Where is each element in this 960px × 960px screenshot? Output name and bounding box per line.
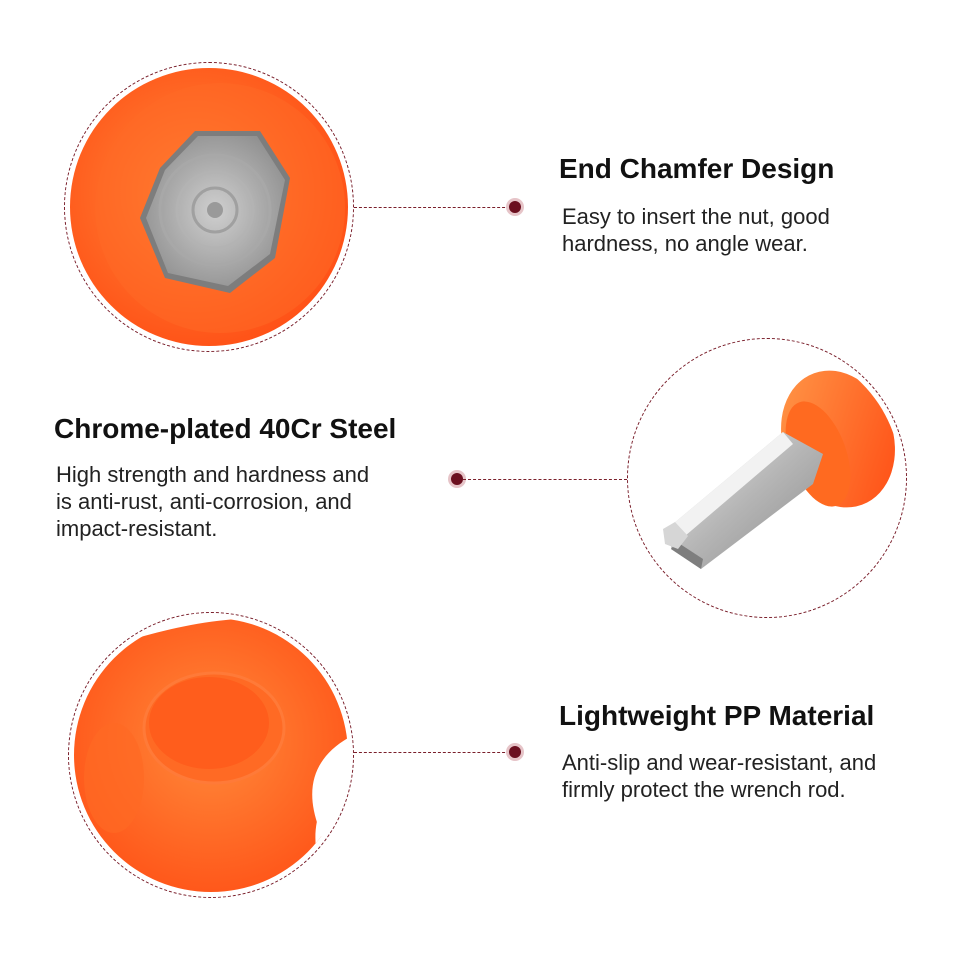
feature-2-dot (451, 473, 463, 485)
hex-end-icon (70, 68, 348, 346)
feature-1-desc-line: Easy to insert the nut, good (562, 204, 830, 229)
feature-3-description: Anti-slip and wear-resistant, and firmly… (562, 749, 876, 803)
feature-2-description: High strength and hardness and is anti-r… (56, 461, 369, 542)
feature-1-ring (64, 62, 354, 352)
feature-3-desc-line: firmly protect the wrench rod. (562, 777, 846, 802)
steel-shaft-icon (633, 344, 901, 612)
feature-3-desc-line: Anti-slip and wear-resistant, and (562, 750, 877, 775)
feature-1-desc-line: hardness, no angle wear. (562, 231, 808, 256)
feature-2-desc-line: is anti-rust, anti-corrosion, and (56, 489, 352, 514)
feature-3-connector (354, 752, 510, 753)
feature-2-title: Chrome-plated 40Cr Steel (54, 413, 397, 444)
feature-2-desc-line: High strength and hardness and (56, 462, 370, 487)
feature-1-dot (509, 201, 521, 213)
feature-1-title: End Chamfer Design (559, 153, 835, 184)
feature-2-desc-line: impact-resistant. (56, 516, 218, 541)
handle-icon (74, 618, 348, 892)
feature-1-description: Easy to insert the nut, good hardness, n… (562, 203, 830, 257)
feature-2-connector (463, 479, 627, 480)
feature-3-ring (68, 612, 354, 898)
feature-3-dot (509, 746, 521, 758)
feature-3-title: Lightweight PP Material (559, 700, 875, 731)
feature-2-ring (627, 338, 907, 618)
feature-1-connector (354, 207, 510, 208)
